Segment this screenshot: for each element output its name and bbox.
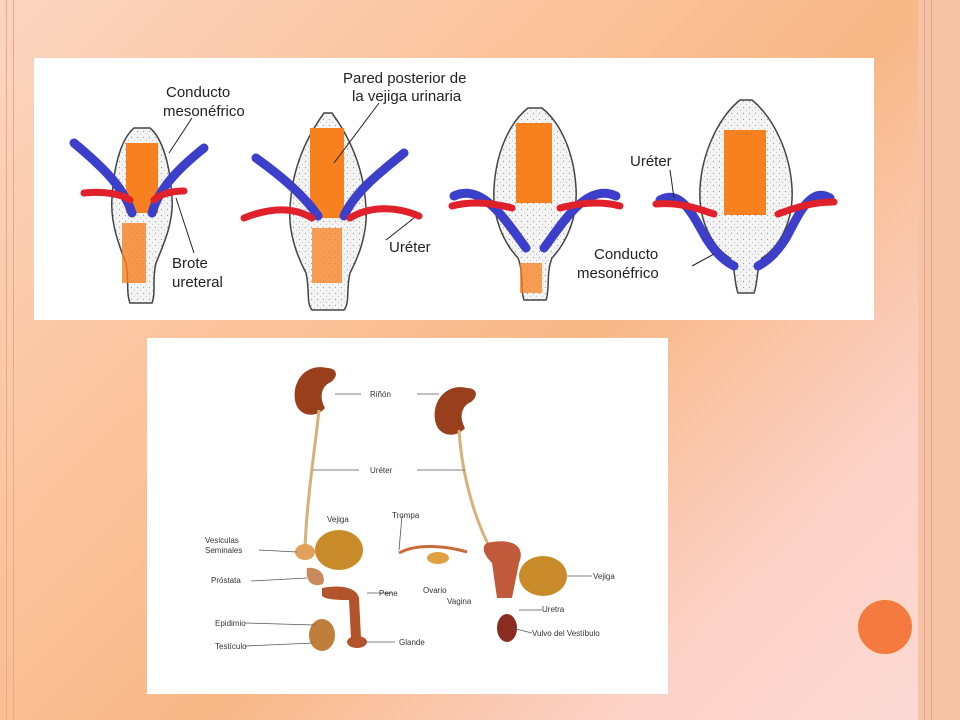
ovary: [427, 552, 449, 564]
label-vesiculas-1: Vesiculas: [205, 536, 239, 545]
stage-4: [652, 99, 838, 294]
stage-4-bud-right: [774, 198, 838, 218]
label-brote-1: Brote: [172, 255, 208, 272]
stage-2: [240, 102, 423, 311]
prostate: [306, 567, 324, 586]
label-conducto-mesonefrico-1: Conducto: [166, 84, 230, 101]
label-ureter-stage2: Uréter: [389, 239, 431, 256]
ureter-female: [457, 429, 497, 557]
label-rinon: Riñón: [370, 390, 391, 399]
label-vulvo: Vulvo del Vestíbulo: [532, 629, 600, 638]
label-pared-posterior-2: la vejiga urinaria: [352, 88, 462, 105]
leader-lines: [244, 393, 592, 647]
bladder-male: [315, 530, 363, 570]
kidney-left: [294, 367, 336, 415]
glans: [347, 636, 367, 648]
stage-2-duct-left: [251, 153, 323, 221]
seminal-vesicle: [295, 544, 315, 560]
kidney-right: [434, 387, 476, 435]
label-brote-2: ureteral: [172, 274, 223, 291]
bladder-development-svg: Conducto mesonéfrico Pared posterior de …: [69, 70, 838, 311]
stage-1-leader-top: [168, 117, 193, 154]
label-conducto-mesonefrico-2: mesonéfrico: [163, 103, 245, 120]
stage-2-orange-lower: [312, 228, 342, 283]
stage-3-bud-right: [556, 199, 624, 212]
fallopian-tube: [398, 544, 468, 555]
penis: [322, 586, 361, 642]
right-frame: [918, 0, 960, 720]
stage-4-leader-ureter: [669, 169, 675, 199]
stage-3-orange-lower: [520, 263, 542, 293]
stage-2-bud-left: [240, 206, 316, 222]
label-epidimio: Epidimio: [215, 619, 246, 628]
label-conducto2-1: Conducto: [594, 246, 658, 263]
right-rule-1: [924, 0, 925, 720]
label-testiculo: Testículo: [215, 642, 247, 651]
stage-1-orange-lower: [122, 223, 146, 283]
stage-2-duct-right: [339, 148, 409, 221]
stage-4-leader-conducto: [691, 253, 715, 267]
label-vejiga-male: Vejiga: [327, 515, 349, 524]
stage-1-bud-right: [150, 187, 188, 204]
stage-1: [69, 117, 209, 304]
label-ovario: Ovario: [423, 586, 447, 595]
stage-1-duct-right: [147, 143, 209, 218]
label-vejiga-female: Vejiga: [593, 572, 615, 581]
vagina-opening: [497, 614, 517, 642]
stage-3-bladder: [493, 107, 577, 301]
stage-3-bud-left: [448, 199, 516, 212]
decorative-orange-circle: [856, 598, 914, 656]
stage-2-leader-pared: [333, 102, 380, 164]
label-pene: Pene: [379, 589, 398, 598]
label-ureter: Uréter: [370, 466, 393, 475]
label-ureter-stage4: Uréter: [630, 153, 672, 170]
label-uretra: Uretra: [542, 605, 565, 614]
label-pared-posterior-1: Pared posterior de: [343, 70, 466, 87]
stage-1-bud-left: [80, 188, 134, 204]
urogenital-anatomy-svg: Riñón Uréter Trompa Vejiga Vesiculas Sem…: [205, 367, 615, 651]
label-vesiculas-2: Seminales: [205, 546, 242, 555]
label-glande: Glande: [399, 638, 425, 647]
stage-4-duct-left: [655, 192, 739, 271]
stage-4-orange-fill: [724, 130, 766, 215]
urogenital-anatomy-diagram: Riñón Uréter Trompa Vejiga Vesiculas Sem…: [147, 338, 668, 694]
label-trompa: Trompa: [392, 511, 420, 520]
ureter-male: [303, 409, 321, 549]
label-conducto2-2: mesonéfrico: [577, 265, 659, 282]
stage-1-leader-bud: [175, 197, 195, 254]
stage-3: [448, 107, 624, 301]
stage-3-orange-fill: [516, 123, 552, 203]
bladder-female: [519, 556, 567, 596]
stage-4-bud-left: [652, 200, 718, 218]
stage-4-duct-right: [753, 190, 835, 271]
stage-2-orange-fill: [310, 128, 344, 218]
stage-2-leader-ureter: [385, 217, 415, 241]
left-border-rule: [6, 0, 14, 720]
label-vagina: Vagina: [447, 597, 472, 606]
bladder-development-diagram: Conducto mesonéfrico Pared posterior de …: [34, 58, 874, 320]
label-prostata: Próstata: [211, 576, 241, 585]
right-rule-2: [931, 0, 932, 720]
stage-1-duct-left: [69, 138, 137, 218]
uterus: [483, 541, 521, 598]
stage-2-bud-right: [346, 205, 423, 222]
testicle: [309, 619, 335, 651]
